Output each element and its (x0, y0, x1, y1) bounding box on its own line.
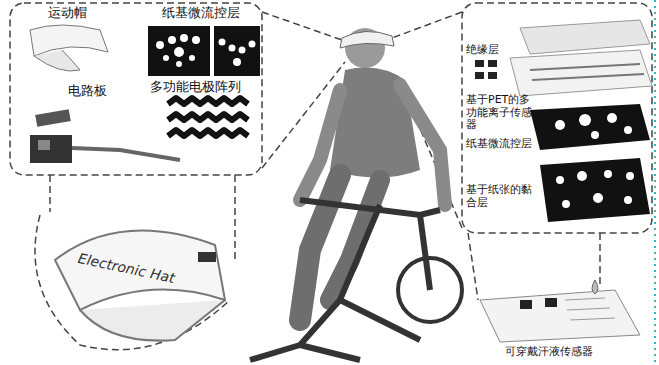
page-border (654, 0, 656, 365)
callout-frame (35, 215, 230, 350)
adhesive-layer (540, 158, 650, 222)
layer-label: 绝缘层 (466, 44, 526, 57)
callout-frame (10, 3, 262, 175)
layer-label: 基于纸张的黏合层 (466, 184, 538, 209)
electrode-array (168, 98, 248, 136)
insulating-layer (520, 20, 650, 54)
layer-label: 纸基微流控层 (466, 138, 538, 151)
exercise-bike (250, 200, 462, 360)
hat-photo (55, 231, 225, 341)
layer-label: 基于PET的多功能离子传感器 (466, 94, 538, 132)
cyclist (300, 28, 445, 320)
circuit-board (30, 109, 180, 163)
microfluidic-panel (148, 26, 260, 76)
callout-frame (462, 3, 652, 233)
sensor-layer (475, 50, 652, 96)
part-label: 运动帽 (48, 6, 118, 21)
part-label: 电路板 (68, 84, 138, 99)
part-label: 纸基微流控层 (162, 6, 262, 21)
caption-label: 可穿戴汗液传感器 (505, 346, 645, 359)
sweat-sensor (480, 280, 640, 342)
visor-hat (30, 25, 108, 71)
microfluidic-layer (530, 104, 650, 150)
part-label: 多功能电极阵列 (150, 80, 260, 95)
